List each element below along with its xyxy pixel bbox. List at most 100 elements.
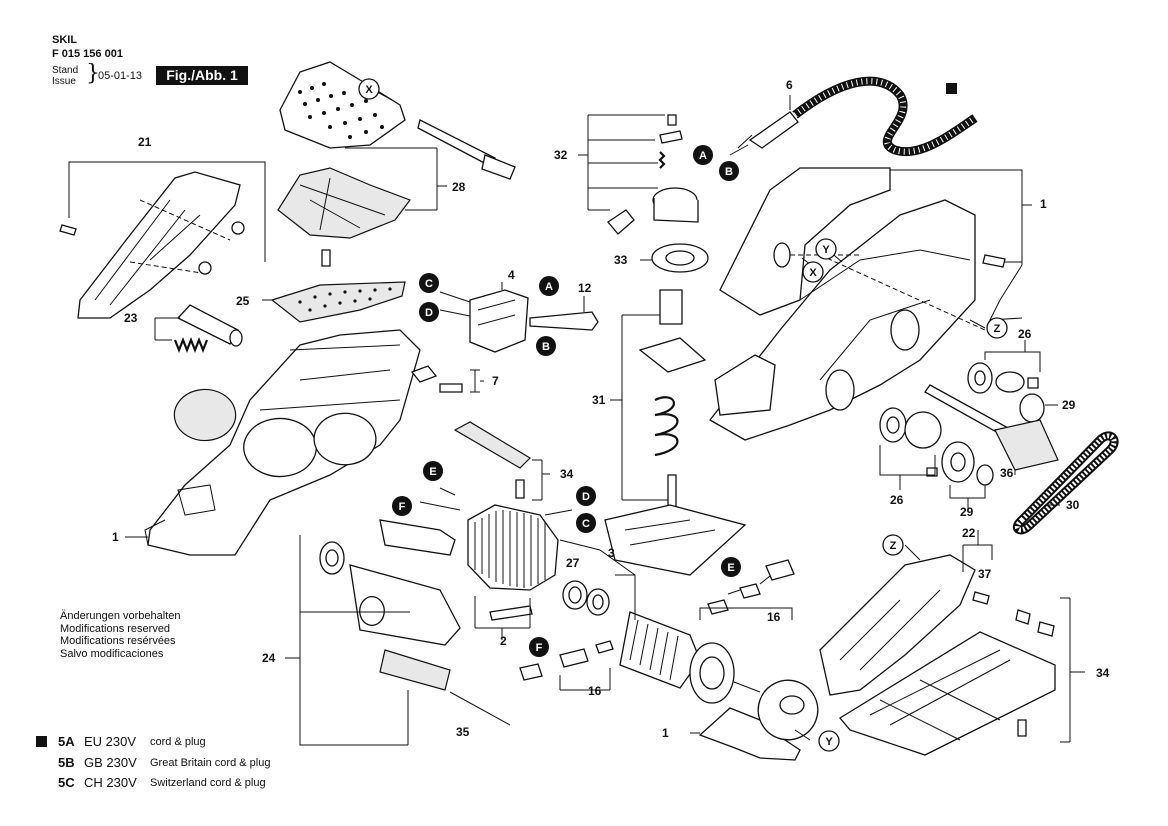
label-35: 35 [456,725,470,739]
part-16-brush-holders [519,559,795,691]
callout-y-deflector: Y [825,736,833,748]
part-26-bearings [879,340,1041,490]
label-34-middle: 34 [560,467,574,481]
label-16-left: 16 [588,684,602,698]
callout-b-switch: B [542,341,550,353]
issue-date: 05-01-13 [98,70,143,82]
issue-labels: Stand Issue [52,65,78,87]
legend-voltage: GB 230V [84,754,137,770]
part-27-bearing [562,580,610,616]
part-6-power-cord [729,76,978,157]
part-34-base-plate [839,597,1085,756]
part-30-drive-belt [1013,431,1119,535]
legend-voltage: EU 230V [84,734,137,749]
legend-marker-square [36,736,47,747]
part-24-motor-cover [285,519,511,746]
label-33: 33 [614,253,628,267]
callout-b-cord: B [725,166,733,178]
callout-f-brush: F [536,642,543,654]
issue-label: Issue [52,76,76,87]
callout-d-coil: D [582,491,590,503]
legend-description: Switzerland cord & plug [150,777,266,789]
label-4: 4 [508,268,515,282]
part-33-scale-ring [640,243,709,273]
label-23: 23 [124,311,138,325]
label-29-lower: 29 [960,505,974,519]
callout-e-brush: E [727,562,734,574]
label-36: 36 [1000,466,1014,480]
label-31: 31 [592,393,606,407]
note-es: Salvo modificaciones [60,647,164,660]
callout-a-cord: A [699,150,707,162]
callout-c-coil: C [582,518,590,530]
callout-e-coil: E [429,466,436,478]
label-30: 30 [1066,498,1080,512]
label-7: 7 [492,374,499,388]
part-25-plate [262,281,406,323]
part-3-armature [559,539,761,704]
label-1-right: 1 [1040,197,1047,211]
stand-label: Stand [52,65,79,76]
brace-glyph: } [86,61,100,86]
legend-voltage: CH 230V [84,775,137,790]
part-number: F 015 156 001 [52,48,123,60]
part-12-connector [529,296,599,331]
legend-code: 5A [58,734,75,749]
label-26-lower: 26 [890,493,904,507]
label-1-bottom: 1 [662,726,669,740]
callout-z-housing: Z [994,323,1001,335]
part-1-chip-deflector [690,679,819,761]
part-21-side-cover [59,161,266,319]
label-26-upper: 26 [1018,327,1032,341]
label-6: 6 [786,78,793,92]
label-27: 27 [566,556,580,570]
legend-code: 5C [58,775,75,790]
callout-x-handle: X [365,84,373,96]
callout-a-switch: A [545,281,553,293]
figure-label: Fig./Abb. 1 [156,66,248,85]
label-16-right: 16 [767,610,781,624]
legend-code: 5B [58,754,75,770]
legend-description: cord & plug [150,736,206,748]
callout-f-coil: F [399,501,406,513]
label-37: 37 [978,567,992,581]
part-28-front-handle [277,61,516,267]
callout-y-housing: Y [822,244,830,256]
label-12: 12 [578,281,592,295]
label-24: 24 [262,651,276,665]
modification-notes: Änderungen vorbehalten Modifications res… [60,610,180,660]
label-21: 21 [138,135,152,149]
part-32-depth-adjust [578,114,699,235]
label-34-right: 34 [1096,666,1110,680]
part-31-spindle-assembly [604,289,747,576]
note-en: Modifications reserved [60,622,171,635]
part-34-bracket [453,421,550,501]
part-22-rear-cover [819,530,993,696]
note-de: Änderungen vorbehalten [60,610,181,622]
label-2: 2 [500,634,507,648]
part-36-blade-shaft [924,384,1059,475]
label-29-upper: 29 [1062,398,1076,412]
part-29-pulley [941,393,1058,510]
label-22: 22 [962,526,976,540]
note-fr: Modifications resérvées [60,635,176,647]
callout-c-switch: C [425,278,433,290]
callout-z-cover: Z [890,540,897,552]
cord-variant-marker [946,83,957,94]
main-housing-right [709,167,1032,441]
callout-d-switch: D [425,307,433,319]
label-3: 3 [608,546,615,560]
label-32: 32 [554,148,568,162]
main-housing-left [144,329,484,556]
label-28: 28 [452,180,466,194]
reference-callouts: X X Y Y Z Z [358,78,1008,752]
label-1-left: 1 [112,530,119,544]
connection-callouts: A B A B C D D C E F E F [392,145,741,657]
part-23-depth-knob [154,304,243,353]
legend-description: Great Britain cord & plug [150,756,271,769]
brand-name: SKIL [52,34,78,46]
part-2-field-coil [419,487,573,640]
part-labels: 21 28 25 23 4 12 7 34 1 2 27 3 16 16 24 … [112,78,1110,740]
part-4-switch [439,282,529,353]
label-25: 25 [236,294,250,308]
